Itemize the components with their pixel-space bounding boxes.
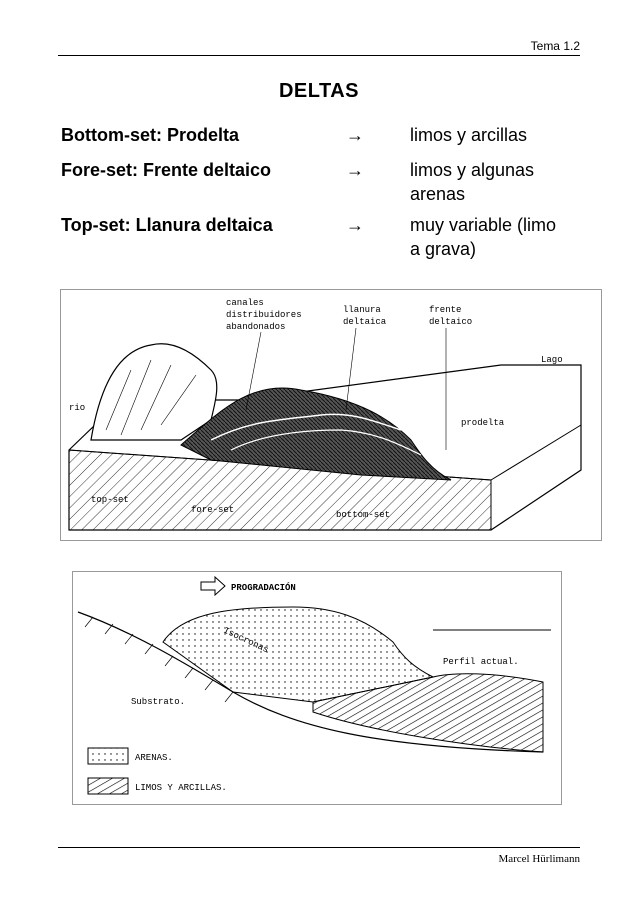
delta-block-diagram: canales distribuidores abandonados llanu… [60, 289, 602, 541]
author-label: Marcel Hürlimann [498, 853, 580, 865]
page-title: DELTAS [278, 80, 360, 102]
row-arrow-2: → [346, 160, 364, 180]
label-rio: rio [69, 403, 85, 413]
label-deltaica: deltaica [343, 317, 387, 327]
footer-divider [58, 847, 580, 848]
row-arrow-1: → [346, 125, 364, 145]
row-value-bottomset: limos y arcillas [410, 125, 528, 145]
legend-limos-swatch [87, 777, 129, 795]
label-distribuidores: distribuidores [226, 310, 302, 320]
row-label-bottomset: Bottom-set: Prodelta [61, 125, 240, 145]
label-bottomset: bottom-set [336, 510, 390, 520]
row-label-foreset: Fore-set: Frente deltaico [61, 160, 272, 180]
label-lago: Lago [541, 355, 563, 365]
label-foreset: fore-set [191, 505, 234, 515]
substrato-label: Substrato. [131, 697, 185, 707]
header-divider [58, 55, 580, 56]
progradacion-label: PROGRADACIÓN [231, 582, 296, 593]
row-label-topset: Top-set: Llanura deltaica [61, 215, 273, 235]
topic-label: Tema 1.2 [530, 39, 580, 53]
label-deltaico: deltaico [429, 317, 472, 327]
label-llanura: llanura [343, 305, 381, 315]
progradation-cross-section: PROGRADACIÓN Isocronas Perfil actual. Su… [72, 571, 562, 805]
row-value-foreset: limos y algunas arenas [410, 160, 535, 204]
label-canales: canales [226, 298, 264, 308]
label-prodelta: prodelta [461, 418, 505, 428]
perfil-label: Perfil actual. [443, 657, 519, 667]
row-value-topset: muy variable (limo a grava) [410, 215, 557, 259]
label-topset: top-set [91, 495, 129, 505]
legend-arenas-label: ARENAS. [135, 753, 173, 763]
legend-limos-label: LIMOS Y ARCILLAS. [135, 783, 227, 793]
label-abandonados: abandonados [226, 322, 285, 332]
row-arrow-3: → [346, 215, 364, 235]
legend-arenas-swatch [87, 747, 129, 765]
label-frente: frente [429, 305, 461, 315]
